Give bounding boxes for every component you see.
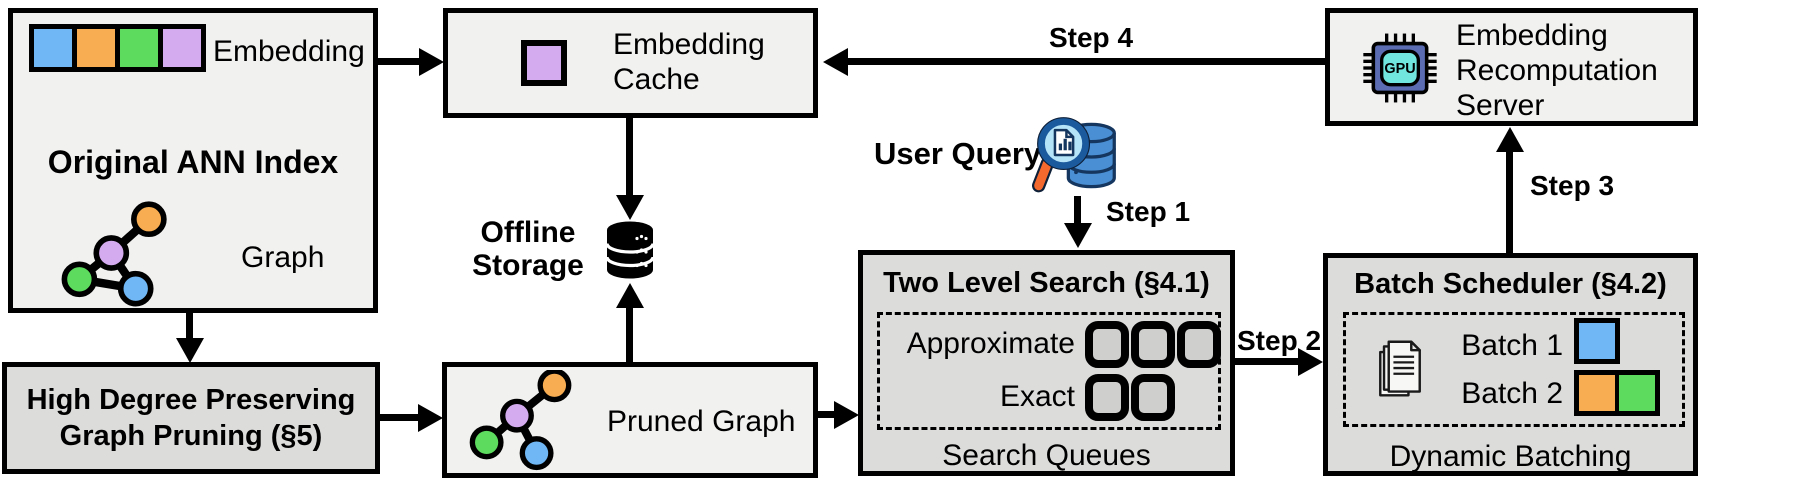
recomputation-server-box: GPU Embedding Recomputation Server <box>1325 8 1698 126</box>
original-ann-index-title: Original ANN Index <box>47 144 339 180</box>
queue-slot <box>1085 374 1129 421</box>
step3-label: Step 3 <box>1530 170 1615 201</box>
two-level-search-title: Two Level Search (§4.1) <box>883 267 1210 299</box>
offline-storage-label: Offline Storage <box>472 216 584 282</box>
recomputation-server-label: Embedding Recomputation Server <box>1456 19 1658 123</box>
embedding-cell-orange <box>77 29 115 67</box>
batch-scheduler-title: Batch Scheduler (§4.2) <box>1354 268 1667 300</box>
batch2-query-orange <box>1579 375 1615 411</box>
original-ann-index-box: Embedding Original ANN Index Graph <box>8 8 378 313</box>
step4-label: Step 4 <box>1048 22 1134 53</box>
two-level-search-box: Two Level Search (§4.1) Approximate Exac… <box>858 250 1235 476</box>
search-queues-panel <box>877 312 1221 430</box>
search-queues-caption: Search Queues <box>942 439 1151 472</box>
user-query-label: User Query <box>874 136 1042 171</box>
batch1-queries <box>1574 318 1620 364</box>
pruned-graph-box: Pruned Graph <box>442 362 818 478</box>
graph-label: Graph <box>241 241 325 274</box>
gpu-icon-text: GPU <box>1384 61 1415 77</box>
approximate-label: Approximate <box>906 327 1075 360</box>
batch2-query-green <box>1619 375 1655 411</box>
queue-slot <box>1131 321 1175 368</box>
gpu-icon: GPU <box>1363 33 1437 103</box>
batch2-label: Batch 2 <box>1461 377 1563 410</box>
batch1-query-blue <box>1579 323 1615 359</box>
pruned-graph-label: Pruned Graph <box>607 405 796 438</box>
embedding-cell-blue <box>34 29 72 67</box>
step1-label: Step 1 <box>1106 196 1191 227</box>
step2-label: Step 2 <box>1237 325 1322 356</box>
batch-scheduler-box: Batch Scheduler (§4.2) Batch 1 Batch 2 <box>1323 253 1698 476</box>
embedding-label: Embedding <box>213 35 365 68</box>
embedding-cell-purple <box>163 29 201 67</box>
database-icon <box>605 221 655 279</box>
batch1-label: Batch 1 <box>1461 329 1563 362</box>
embedding-cache-box: Embedding Cache <box>443 8 818 118</box>
query-search-icon <box>1032 117 1116 193</box>
embedding-cell-green <box>120 29 158 67</box>
cached-embedding-icon <box>521 40 567 86</box>
graph-pruning-title: High Degree Preserving Graph Pruning (§5… <box>26 383 356 452</box>
queue-slot <box>1131 374 1175 421</box>
embedding-vector-icon <box>29 24 206 72</box>
graph-icon <box>61 201 167 307</box>
queue-slot <box>1085 321 1129 368</box>
embedding-cache-label: Embedding Cache <box>613 28 765 97</box>
batch2-queries <box>1574 370 1660 416</box>
dynamic-batching-panel <box>1343 312 1685 427</box>
pruned-graph-icon <box>469 370 572 471</box>
exact-label: Exact <box>999 380 1075 413</box>
graph-pruning-box: High Degree Preserving Graph Pruning (§5… <box>2 362 380 474</box>
dynamic-batching-caption: Dynamic Batching <box>1389 440 1632 473</box>
documents-icon <box>1379 340 1421 397</box>
queue-slot <box>1177 321 1221 368</box>
